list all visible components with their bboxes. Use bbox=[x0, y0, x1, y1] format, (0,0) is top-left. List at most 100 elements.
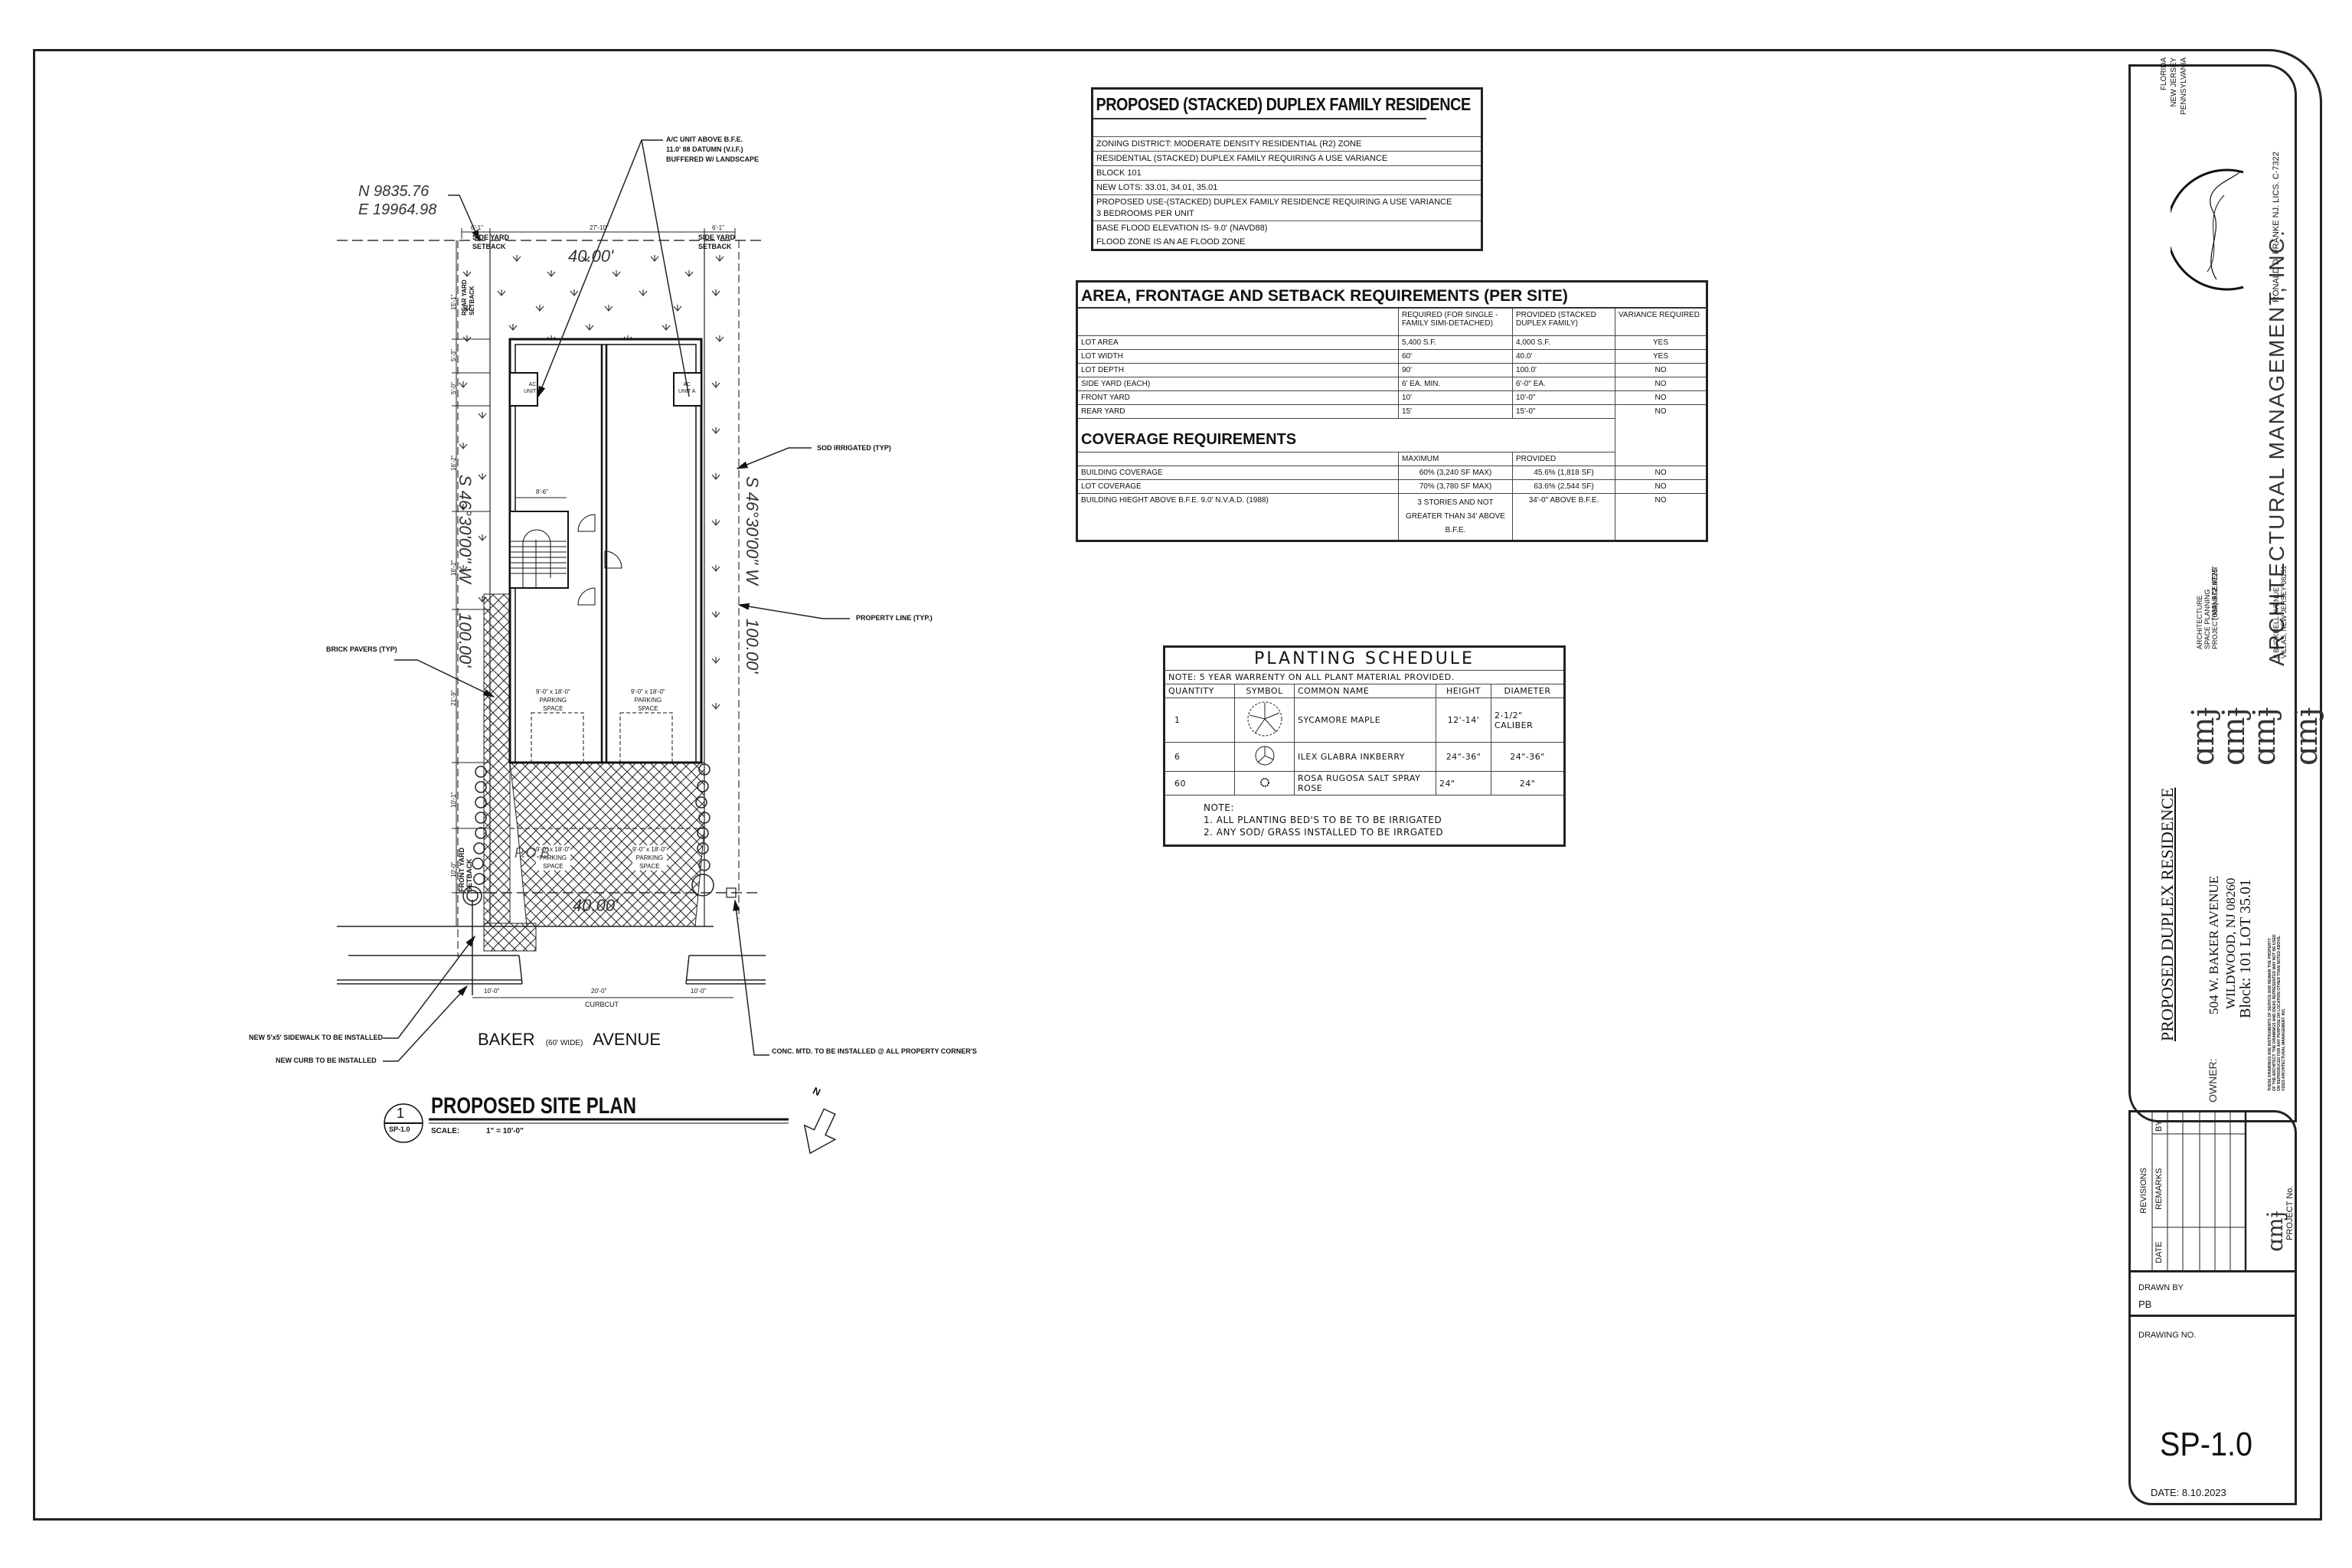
zoning-info-table: PROPOSED (STACKED) DUPLEX FAMILY RESIDEN… bbox=[1091, 87, 1483, 251]
note-item: 1. ALL PLANTING BED'S TO BE TO BE IRRIGA… bbox=[1204, 815, 1442, 825]
shrub-icon bbox=[1234, 742, 1295, 772]
parking-size: 9'-0" x 18'-0" bbox=[536, 846, 570, 853]
header-cell: MAXIMUM bbox=[1398, 451, 1513, 466]
row-label: BUILDING COVERAGE bbox=[1076, 465, 1399, 480]
qty-cell: 1 bbox=[1163, 697, 1236, 743]
table-row: 1 SYCAMORE MAPLE 12'-14' 2-1/2" CALIBER bbox=[1163, 697, 1565, 743]
variance-cell: NO bbox=[1615, 465, 1707, 480]
dim-21-9: 21'-9" bbox=[450, 690, 457, 706]
state: PENNSYLVANIA bbox=[2180, 57, 2188, 115]
curb-dim-right: 10'-0" bbox=[691, 988, 707, 995]
brick-pavers-callout: BRICK PAVERS (TYP) bbox=[326, 645, 397, 653]
provided-cell: 45.6% (1,818 SF) bbox=[1512, 465, 1615, 480]
side-yard-dim-right: 6'-1" bbox=[712, 224, 724, 231]
rose-shrubs bbox=[462, 763, 714, 906]
sidewalk-callout: NEW 5'x5' SIDEWALK TO BE INSTALLED bbox=[249, 1034, 383, 1041]
name-cell: ROSA RUGOSA SALT SPRAY ROSE bbox=[1293, 771, 1436, 795]
title-block bbox=[2128, 64, 2297, 1122]
parking-label: SPACE bbox=[638, 705, 658, 712]
provided-cell: 10'-0" bbox=[1512, 390, 1615, 405]
ac-label: AC bbox=[528, 382, 537, 387]
scale-value: 1" = 10'-0" bbox=[486, 1127, 524, 1135]
variance-cell: NO bbox=[1615, 492, 1707, 541]
project-block-lot: Block: 101 LOT 35.01 bbox=[2237, 879, 2254, 1018]
north-arrow-icon bbox=[803, 1108, 837, 1155]
northing: N 9835.76 bbox=[358, 183, 430, 200]
ac-unit-callout: A/C UNIT ABOVE B.F.E. 11.0' 88 DATUMN (V… bbox=[666, 135, 759, 165]
revisions-remarks-header: REMARKS bbox=[2154, 1168, 2164, 1210]
service: ARCHITECTURE bbox=[2196, 595, 2203, 649]
project-title: PROPOSED DUPLEX RESIDENCE bbox=[2158, 787, 2177, 1041]
parking-label: SPACE bbox=[543, 863, 564, 870]
variance-cell: NO bbox=[1615, 403, 1707, 466]
provided-cell: 34'-0" ABOVE B.F.E. bbox=[1512, 492, 1615, 541]
drawing-no-label: DRAWING NO. bbox=[2138, 1331, 2197, 1340]
header-cell: PROVIDED bbox=[1512, 451, 1615, 466]
license-states: FLORIDA NEW JERSEY PENNSYLVANIA bbox=[2159, 57, 2189, 115]
revisions-date-header: DATE bbox=[2154, 1241, 2164, 1263]
planting-schedule-title: PLANTING SCHEDULE bbox=[1164, 646, 1565, 671]
header-cell: DIAMETER bbox=[1491, 684, 1565, 698]
parking-label: PARKING bbox=[539, 854, 567, 861]
dim-10-0: 10'-0" bbox=[450, 861, 457, 877]
drawing-date: DATE: 8.10.2023 bbox=[2151, 1487, 2226, 1498]
qty-cell: 6 bbox=[1163, 742, 1236, 772]
variance-cell: NO bbox=[1615, 376, 1707, 391]
zoning-row: RESIDENTIAL (STACKED) DUPLEX FAMILY REQU… bbox=[1093, 152, 1481, 166]
provided-cell: 15'-0" bbox=[1512, 403, 1615, 419]
ac-label: UNIT B bbox=[524, 389, 541, 394]
stair-dim: 8'-6" bbox=[536, 488, 548, 495]
header-cell: QUANTITY bbox=[1163, 684, 1236, 698]
site-plan-drawing bbox=[337, 139, 850, 1155]
drawing-number: SP-1.0 bbox=[2160, 1426, 2253, 1463]
planting-schedule-table: PLANTING SCHEDULE NOTE: 5 YEAR WARRENTY … bbox=[1163, 645, 1566, 847]
address-line: VILLAS, NEW JERSEY 08251 bbox=[2280, 565, 2288, 658]
header-cell bbox=[1076, 307, 1399, 336]
street-name-part: AVENUE bbox=[593, 1030, 662, 1049]
setback-line: SIDE YARD bbox=[472, 234, 510, 241]
side-yard-dim-left: 6'-1" bbox=[471, 224, 483, 231]
zoning-row: NEW LOTS: 33.01, 34.01, 35.01 bbox=[1093, 181, 1481, 195]
provided-cell: 63.6% (2,544 SF) bbox=[1512, 479, 1615, 494]
callout-line: A/C UNIT ABOVE B.F.E. bbox=[666, 136, 743, 143]
variance-cell: YES bbox=[1615, 335, 1707, 350]
name-cell: SYCAMORE MAPLE bbox=[1293, 697, 1436, 743]
architect-seal-icon bbox=[2171, 168, 2244, 291]
property-line-callout: PROPERTY LINE (TYP.) bbox=[856, 614, 933, 622]
required-cell: 15' bbox=[1398, 403, 1513, 419]
dim-10-1: 10'-1" bbox=[450, 792, 457, 808]
header-cell: REQUIRED (FOR SINGLE -FAMILY SIMI-DETACH… bbox=[1398, 307, 1513, 336]
zoning-table-title: PROPOSED (STACKED) DUPLEX FAMILY RESIDEN… bbox=[1093, 90, 1471, 119]
required-cell: 60' bbox=[1398, 348, 1513, 364]
rose-icon bbox=[1234, 771, 1295, 795]
blank-row bbox=[1093, 119, 1481, 137]
required-cell: 90' bbox=[1398, 362, 1513, 377]
row-label: LOT COVERAGE bbox=[1076, 479, 1399, 494]
setback-line: REAR YARD bbox=[461, 279, 468, 315]
note-item: 2. ANY SOD/ GRASS INSTALLED TO BE IRRGAT… bbox=[1204, 827, 1444, 838]
zoning-row: BLOCK 101 bbox=[1093, 166, 1481, 181]
state: NEW JERSEY bbox=[2170, 57, 2178, 107]
drawn-by-label: DRAWN BY bbox=[2138, 1283, 2184, 1292]
qty-cell: 60 bbox=[1163, 771, 1236, 795]
easting: E 19964.98 bbox=[358, 201, 437, 218]
street-name: BAKER (60' WIDE) AVENUE bbox=[478, 1030, 661, 1050]
setback-line: SETBACK bbox=[469, 286, 475, 315]
provided-cell: 4,000 S.F. bbox=[1512, 335, 1615, 350]
drawn-by-block: DRAWN BY PB bbox=[2128, 1272, 2297, 1317]
setback-line: SETBACK bbox=[466, 858, 473, 892]
setback-line: SETBACK bbox=[698, 243, 732, 250]
drawing-number-block: DRAWING NO. SP-1.0 DATE: 8.10.2023 bbox=[2128, 1317, 2297, 1505]
sod-callout: SOD IRRIGATED (TYP) bbox=[817, 444, 891, 452]
street-width: (60' WIDE) bbox=[545, 1039, 583, 1047]
provided-cell: 40.0' bbox=[1512, 348, 1615, 364]
area-frontage-setback-table: AREA, FRONTAGE AND SETBACK REQUIREMENTS … bbox=[1076, 280, 1708, 542]
variance-cell: NO bbox=[1615, 390, 1707, 405]
provided-cell: 6'-0" EA. bbox=[1512, 376, 1615, 391]
table-row: SIDE YARD (EACH)6' EA. MIN.6'-0" EA.NO bbox=[1076, 376, 1707, 391]
